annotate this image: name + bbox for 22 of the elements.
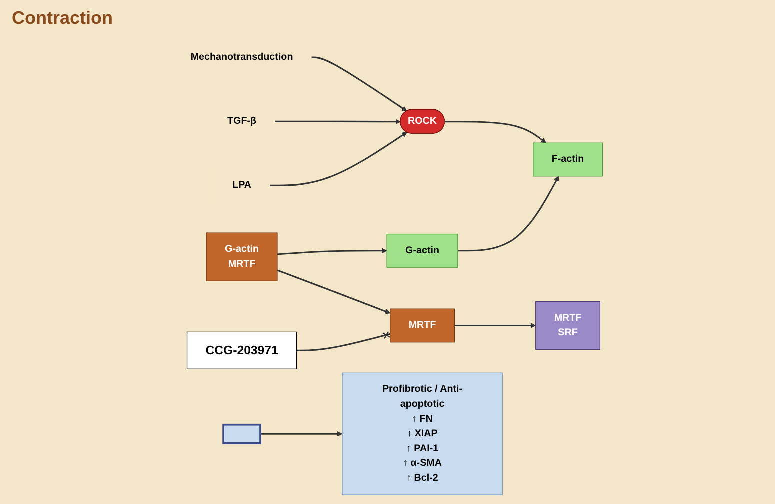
node-box	[222, 424, 262, 444]
connector	[296, 331, 391, 352]
arrow	[458, 176, 560, 252]
node-text: Mechanotransduction	[190, 52, 294, 62]
arrow	[260, 431, 343, 437]
node-text: LPA	[232, 180, 252, 191]
node-box: G-actin MRTF	[206, 232, 278, 282]
node-box: F-actin	[533, 142, 603, 177]
note-label: Contraction	[12, 8, 113, 29]
node-box: MRTF	[390, 308, 455, 343]
arrow	[312, 56, 408, 112]
node-box: G-actin	[386, 234, 458, 268]
arrow	[277, 270, 391, 314]
arrow	[275, 119, 401, 125]
node-text: TGF-β	[228, 116, 257, 127]
arrow	[277, 248, 388, 256]
node-box: Profibrotic / Anti-apoptotic ↑ FN ↑ XIAP ↑ PAI-1 ↑ α-SMA ↑ Bcl-2	[342, 372, 503, 496]
arrow	[270, 132, 408, 186]
node-box: MRTF SRF	[536, 301, 600, 350]
arrow	[444, 121, 546, 144]
arrow	[454, 323, 536, 328]
node-box: CCG-203971	[186, 332, 298, 370]
